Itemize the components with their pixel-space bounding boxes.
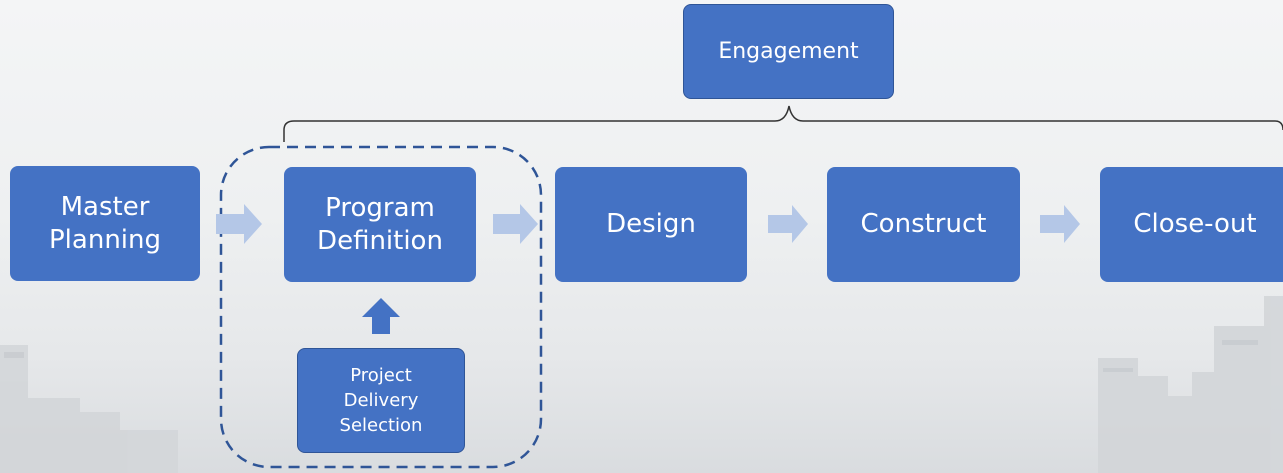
stage-master-planning: Master Planning — [10, 166, 200, 281]
engagement-box: Engagement — [683, 4, 894, 99]
stage-program-definition: Program Definition — [284, 167, 476, 282]
sub-box-label: Project Delivery Selection — [339, 365, 423, 436]
project-delivery-selection-box: Project Delivery Selection — [297, 348, 465, 453]
stage-label: Construct — [860, 209, 987, 239]
stage-label: Close-out — [1133, 209, 1257, 239]
stage-close-out: Close-out — [1100, 167, 1283, 282]
stage-construct: Construct — [827, 167, 1020, 282]
engagement-label: Engagement — [718, 39, 859, 64]
stage-label: Design — [606, 209, 696, 239]
stage-label: Program Definition — [317, 192, 443, 256]
stage-design: Design — [555, 167, 747, 282]
stage-label: Master Planning — [49, 191, 161, 255]
